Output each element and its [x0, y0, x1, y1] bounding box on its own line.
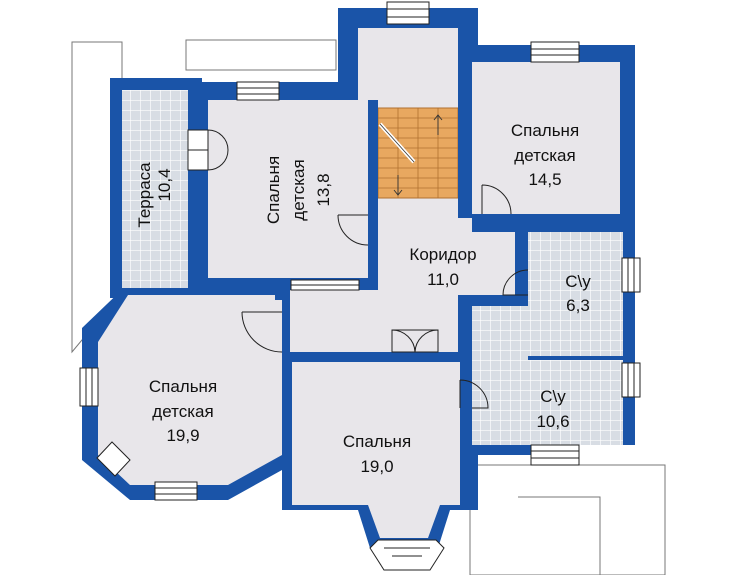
bedroom-kids-1-floor: [208, 100, 368, 278]
window-stair: [386, 1, 430, 25]
window-bedroom1: [236, 81, 280, 101]
wall-bedroom3-right: [282, 290, 290, 355]
wall-bedroom-main-top: [282, 352, 462, 362]
bedroom-kids-1-name-line1: Спальня: [264, 156, 283, 224]
bedroom-main-floor: [292, 362, 460, 538]
windows: [79, 1, 641, 571]
terrace-name: Терраса: [135, 162, 154, 228]
window-bath1: [621, 257, 641, 293]
room-labels: Терраса 10,4 Спальня детская 13,8 Спальн…: [135, 121, 591, 476]
door-bedroom1: [337, 214, 369, 246]
bedroom-kids-2-name-line1: Спальня: [511, 121, 579, 140]
bedroom-main-name: Спальня: [343, 432, 411, 451]
wall-bath-mid: [460, 295, 528, 306]
bedroom-kids-3-floor: [98, 295, 282, 485]
window-bedroom2: [530, 41, 580, 63]
bedroom-kids-3-name-line1: Спальня: [149, 377, 217, 396]
corridor-name: Коридор: [409, 245, 476, 264]
bedroom-kids-3-name-line2: детская: [152, 402, 213, 421]
terrace-floor: [122, 90, 188, 288]
terrace-area: 10,4: [155, 168, 174, 201]
doors: [187, 129, 529, 409]
door-bath2: [459, 379, 489, 409]
bedroom-main-area: 19,0: [360, 457, 393, 476]
bedroom-kids-2-name-line2: детская: [514, 146, 575, 165]
staircase: [377, 107, 459, 199]
corridor-floor: [290, 108, 528, 352]
bedroom-kids-2-area: 14,5: [528, 170, 561, 189]
bedroom-kids-1-area: 13,8: [314, 173, 333, 206]
room-floors: [98, 28, 623, 538]
bathroom-2-name: С\у: [540, 387, 566, 406]
bathroom-1-name: С\у: [565, 272, 591, 291]
bedroom-kids-1-name-line2: детская: [289, 159, 308, 220]
bathroom-1-floor: [528, 232, 623, 356]
exterior-outlines: [71, 39, 666, 575]
window-bedroom3-bottom: [154, 481, 198, 501]
corridor-area: 11,0: [427, 270, 459, 289]
wall-stair-left: [368, 100, 378, 200]
wall-bath2-left: [460, 306, 472, 446]
wall-stair-right: [458, 28, 472, 218]
door-bath1: [502, 269, 529, 296]
window-bedroom3-corner: [96, 441, 131, 477]
porch-outline: [469, 464, 666, 575]
bathroom-2-area: 10,6: [536, 412, 569, 431]
wall-bath-divider: [528, 356, 623, 360]
wall-bath-left: [515, 232, 528, 306]
window-bedroom3-left: [79, 367, 99, 407]
door-bedroom3: [241, 311, 283, 353]
bathroom-2-floor: [470, 306, 623, 445]
wall-terrace-right: [188, 90, 208, 280]
window-bath2: [621, 362, 641, 398]
wall-bath-top: [472, 214, 622, 232]
door-terrace: [188, 129, 229, 171]
bathroom-1-area: 6,3: [566, 296, 590, 315]
stair-hall-floor: [358, 28, 458, 108]
door-bedroom2: [481, 184, 512, 215]
door-bedroom-main: [391, 329, 439, 353]
balcony-outline: [185, 39, 337, 71]
window-bath2-bottom: [530, 444, 580, 466]
window-bay: [369, 539, 445, 571]
porch-steps-outline: [518, 496, 601, 575]
bedroom-kids-3-area: 19,9: [166, 426, 199, 445]
